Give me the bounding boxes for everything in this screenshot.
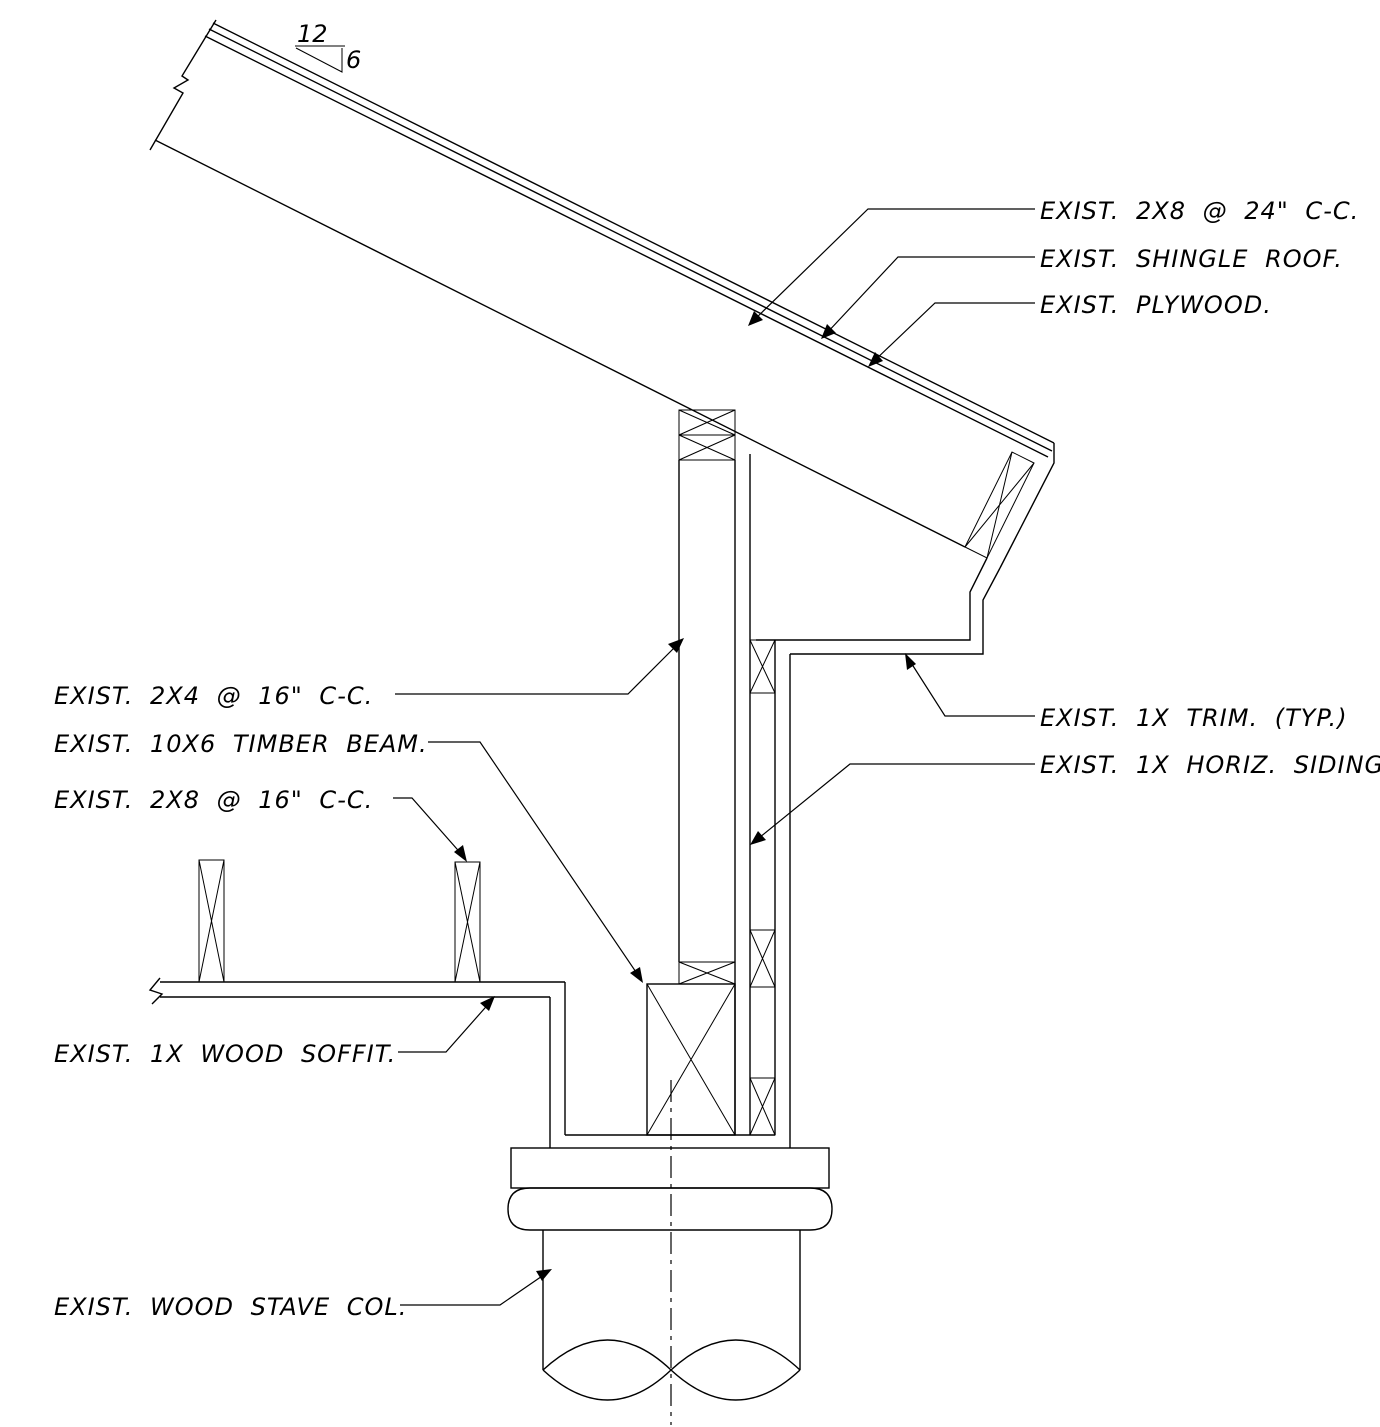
roof-assembly [149, 19, 1055, 655]
slope-run: 12 [297, 20, 328, 48]
label-timber-beam: EXIST. 10X6 TIMBER BEAM. [54, 730, 428, 758]
label-trim: EXIST. 1X TRIM. (TYP.) [1040, 704, 1348, 732]
column-assembly [507, 1080, 833, 1425]
label-rafter: EXIST. 2X8 @ 24" C-C. [1040, 197, 1359, 225]
label-siding: EXIST. 1X HORIZ. SIDING [1040, 751, 1380, 779]
wall-framing [646, 409, 791, 1148]
label-plywood: EXIST. PLYWOOD. [1040, 291, 1272, 319]
slope-rise: 6 [346, 46, 361, 74]
label-column: EXIST. WOOD STAVE COL. [54, 1293, 407, 1321]
leaders [393, 208, 1035, 1306]
soffit-assembly [148, 859, 775, 1148]
label-soffit: EXIST. 1X WOOD SOFFIT. [54, 1040, 396, 1068]
labels: EXIST. 2X8 @ 24" C-C. EXIST. SHINGLE ROO… [54, 197, 1380, 1321]
slope-indicator: 12 6 [295, 20, 361, 74]
label-stud: EXIST. 2X4 @ 16" C-C. [54, 682, 373, 710]
label-shingle-roof: EXIST. SHINGLE ROOF. [1040, 245, 1343, 273]
label-joist: EXIST. 2X8 @ 16" C-C. [54, 786, 373, 814]
